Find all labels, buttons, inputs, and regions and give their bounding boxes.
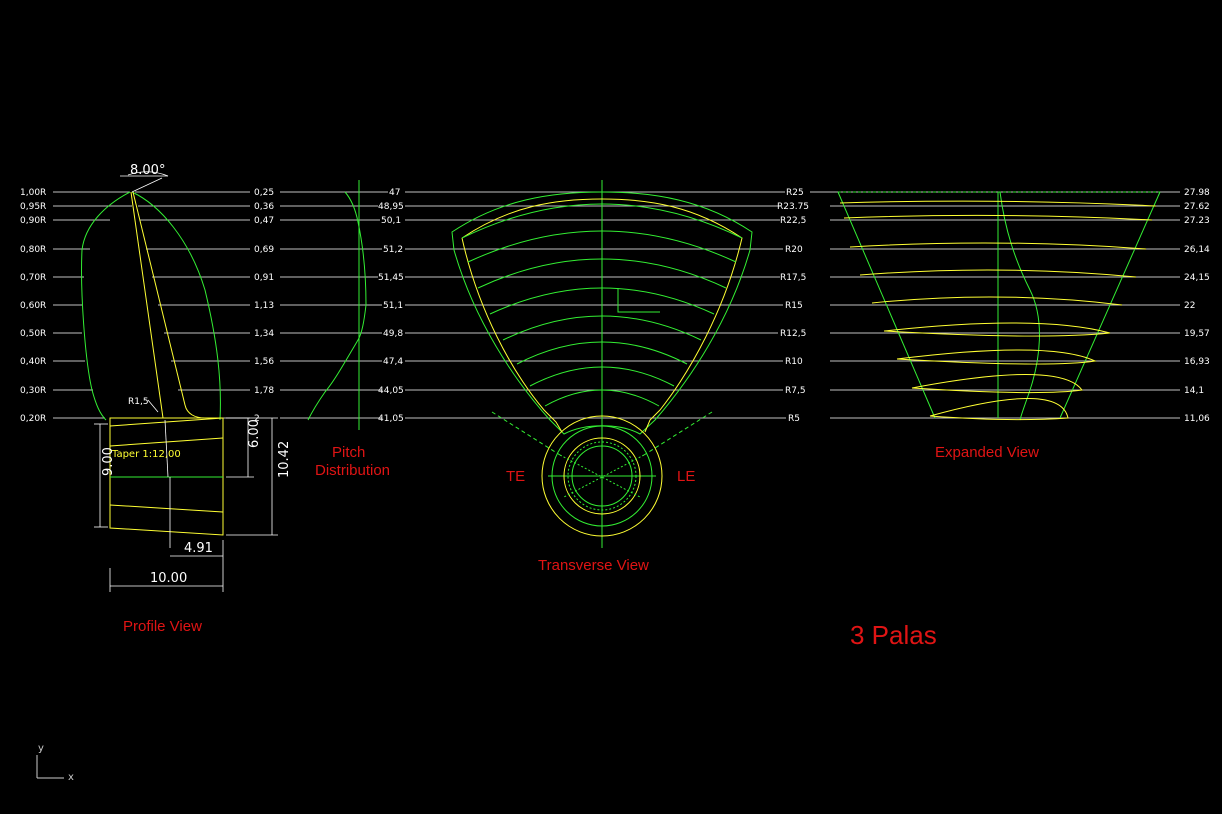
station-label: 0,20R [20, 414, 46, 424]
pitch-distribution [307, 180, 367, 430]
station-label: 1,00R [20, 188, 46, 198]
pitch-value: 51,45 [378, 273, 404, 283]
pitch-value: 47 [389, 188, 400, 198]
thickness-label: 2 [254, 414, 260, 424]
station-label: 0,60R [20, 301, 46, 311]
blade-count-label: 3 Palas [850, 620, 937, 650]
pitch-value: 44,05 [378, 386, 404, 396]
expanded-value: 11,06 [1184, 414, 1210, 424]
transverse-view-title: Transverse View [538, 557, 649, 574]
radius-label: R10 [785, 357, 803, 367]
transverse-radius-labels: R25 R23.75 R22,5 R20 R17,5 R15 R12,5 R10… [777, 188, 809, 424]
thickness-label: 0,36 [254, 202, 274, 212]
station-label: 0,70R [20, 273, 46, 283]
taper-label: Taper 1:12,00 [111, 449, 181, 460]
pitch-value: 49,8 [383, 329, 403, 339]
expanded-labels: 27.98 27.62 27.23 26,14 24,15 22 19,57 1… [1184, 188, 1210, 424]
thickness-label: 1,56 [254, 357, 274, 367]
dim-width: 10.00 [150, 571, 187, 586]
expanded-value: 14,1 [1184, 386, 1204, 396]
station-label: 0,90R [20, 216, 46, 226]
thickness-label: 0,69 [254, 245, 274, 255]
pitch-title-line2: Distribution [315, 462, 390, 479]
radius-label: R12,5 [780, 329, 806, 339]
ucs-axes-icon: y x [36, 743, 74, 783]
station-label: 0,80R [20, 245, 46, 255]
expanded-value: 19,57 [1184, 329, 1210, 339]
pitch-value: 51,2 [383, 245, 403, 255]
expanded-value: 27.98 [1184, 188, 1210, 198]
radius-label: R5 [788, 414, 800, 424]
pitch-title-line1: Pitch [332, 444, 365, 461]
radius-label: R23.75 [777, 202, 809, 212]
expanded-value: 26,14 [1184, 245, 1210, 255]
axis-y-label: y [38, 743, 44, 754]
pitch-value: 51,1 [383, 301, 403, 311]
pitch-labels: 47 48,95 50,1 51,2 51,45 51,1 49,8 47,4 … [378, 188, 404, 424]
fillet-radius: R1,5 [128, 397, 149, 407]
transverse-view [451, 180, 753, 548]
radius-label: R17,5 [780, 273, 806, 283]
station-label: 0,95R [20, 202, 46, 212]
expanded-value: 27.62 [1184, 202, 1210, 212]
station-label: 0,30R [20, 386, 46, 396]
station-label: 0,50R [20, 329, 46, 339]
thickness-label: 0,91 [254, 273, 274, 283]
radius-label: R15 [785, 301, 803, 311]
profile-thickness-labels: 0,25 0,36 0,47 0,69 0,91 1,13 1,34 1,56 … [254, 188, 274, 424]
trailing-edge-label: TE [506, 468, 525, 485]
radius-label: R20 [785, 245, 803, 255]
leading-edge-label: LE [677, 468, 695, 485]
rake-angle: 8.00° [130, 163, 165, 178]
expanded-value: 27.23 [1184, 216, 1210, 226]
pitch-value: 47,4 [383, 357, 403, 367]
station-label: 0,40R [20, 357, 46, 367]
thickness-label: 1,34 [254, 329, 274, 339]
dim-height: 9.00 [101, 447, 116, 476]
expanded-view [837, 191, 1161, 421]
profile-view-title: Profile View [123, 618, 202, 635]
pitch-value: 50,1 [381, 216, 401, 226]
profile-view [81, 171, 278, 592]
profile-station-labels: 1,00R 0,95R 0,90R 0,80R 0,70R 0,60R 0,50… [20, 188, 46, 424]
axis-x-label: x [68, 772, 74, 783]
radius-label: R25 [786, 188, 804, 198]
dim-hub-a: 6.00 [247, 419, 262, 448]
pitch-value: 41,05 [378, 414, 404, 424]
thickness-label: 0,47 [254, 216, 274, 226]
expanded-value: 22 [1184, 301, 1195, 311]
expanded-value: 24,15 [1184, 273, 1210, 283]
expanded-value: 16,93 [1184, 357, 1210, 367]
thickness-label: 1,78 [254, 386, 274, 396]
radius-label: R22,5 [780, 216, 806, 226]
dim-hub-b: 10.42 [277, 441, 292, 478]
thickness-label: 1,13 [254, 301, 274, 311]
expanded-view-title: Expanded View [935, 444, 1039, 461]
station-lines [53, 191, 1180, 419]
thickness-label: 0,25 [254, 188, 274, 198]
dim-offset: 4.91 [184, 541, 213, 556]
radius-label: R7,5 [785, 386, 806, 396]
pitch-value: 48,95 [378, 202, 404, 212]
